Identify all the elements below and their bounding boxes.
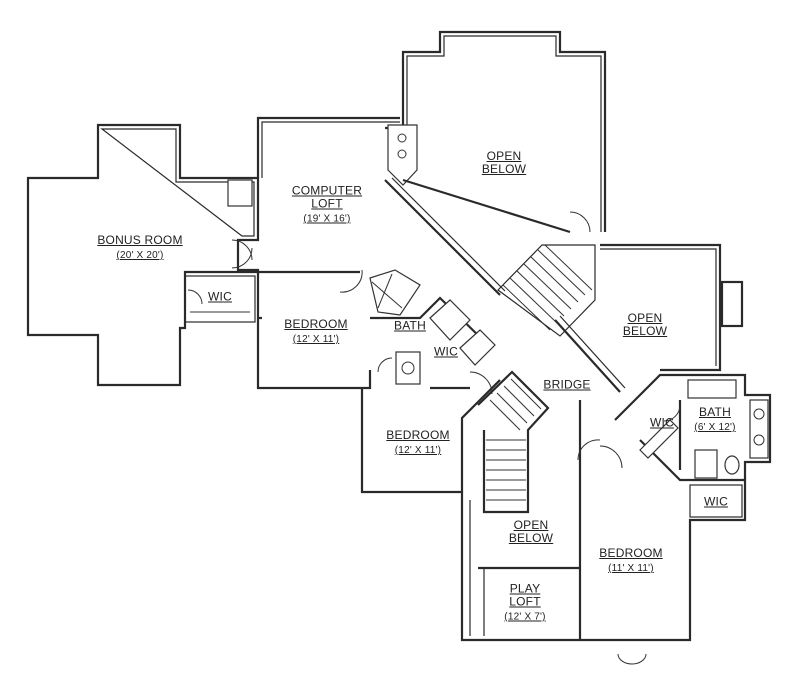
lower-area-walls (460, 400, 601, 642)
open-below-bottom-name: OPEN (513, 518, 549, 532)
play-loft-name: PLAY (509, 581, 541, 596)
bath-2-name: BATH (699, 405, 731, 419)
open-below-bottom-label: OPEN BELOW (509, 519, 553, 545)
bedroom-2-dims: (12' X 11') (394, 445, 442, 456)
wic-left-walls (184, 275, 256, 323)
open-below-top-name2: BELOW (481, 162, 527, 176)
bedroom-1-dims: (12' X 11') (292, 334, 340, 345)
play-loft-label: PLAY LOFT (12' X 7') (504, 581, 546, 624)
bath-2-dims: (6' X 12') (694, 422, 736, 433)
wic-lower-label: WIC (704, 494, 728, 509)
main-stair (497, 244, 596, 337)
bath-2-shower (694, 449, 718, 479)
wic-left-label: WIC (208, 289, 232, 304)
computer-loft-name: COMPUTER (291, 183, 363, 198)
wic-mid-name: WIC (434, 344, 458, 359)
wic-mid-label: WIC (434, 344, 458, 359)
bath-1-label: BATH (394, 318, 426, 333)
open-below-top-name: OPEN (486, 149, 522, 163)
bath-1-name: BATH (394, 318, 426, 333)
computer-loft-name2: LOFT (311, 196, 343, 211)
bath-1-fixtures (369, 269, 496, 385)
bedroom-1-walls (231, 239, 372, 390)
bedroom-1-label: BEDROOM (12' X 11') (284, 318, 347, 346)
fireplace-fixture (387, 124, 418, 186)
open-below-top-walls (385, 30, 607, 234)
play-loft-dims: (12' X 7') (504, 611, 546, 623)
open-below-right-label: OPEN BELOW (623, 312, 667, 338)
play-loft-name2: LOFT (509, 594, 541, 609)
bonus-room-name: BONUS ROOM (97, 233, 183, 247)
wic-right-name: WIC (650, 415, 674, 430)
entry-arc (617, 653, 647, 665)
bedroom-2-name: BEDROOM (386, 428, 450, 442)
bedroom-2-label: BEDROOM (12' X 11') (386, 429, 449, 457)
bonus-room-label: BONUS ROOM (20' X 20') (97, 234, 182, 262)
wic-left-name: WIC (208, 289, 232, 304)
wic-lower-name: WIC (704, 494, 728, 509)
bath-2-counter (687, 379, 737, 399)
bridge-label: BRIDGE (543, 377, 591, 392)
bedroom-3-name: BEDROOM (599, 546, 663, 560)
open-below-right-name: OPEN (627, 311, 663, 325)
computer-loft-dims: (19' X 16') (303, 213, 351, 225)
open-below-right-name2: BELOW (622, 324, 668, 338)
bedroom-3-dims: (11' X 11') (608, 563, 654, 574)
bedroom-3-walls (580, 439, 747, 642)
open-below-top-label: OPEN BELOW (482, 150, 526, 176)
bonus-room-dims: (20' X 20') (116, 250, 164, 261)
bath-2-cluster (614, 373, 772, 518)
bedroom-1-name: BEDROOM (284, 317, 348, 331)
wic-right-label: WIC (650, 415, 674, 430)
bath-2-toilet (724, 455, 740, 475)
lower-stair (477, 370, 550, 514)
computer-loft-label: COMPUTER LOFT (19' X 16') (291, 183, 363, 226)
diagonal-railing (384, 177, 626, 393)
closet-fixture (227, 179, 253, 207)
bath-1-vanity (395, 351, 421, 385)
bath-1-tub (369, 269, 421, 316)
open-below-right-walls (600, 243, 744, 372)
computer-loft-walls (227, 116, 400, 274)
open-below-bottom-name2: BELOW (508, 531, 554, 545)
bridge-name: BRIDGE (543, 377, 591, 392)
bedroom-3-label: BEDROOM (11' X 11') (599, 547, 662, 575)
bath-2-label: BATH (6' X 12') (694, 406, 735, 434)
